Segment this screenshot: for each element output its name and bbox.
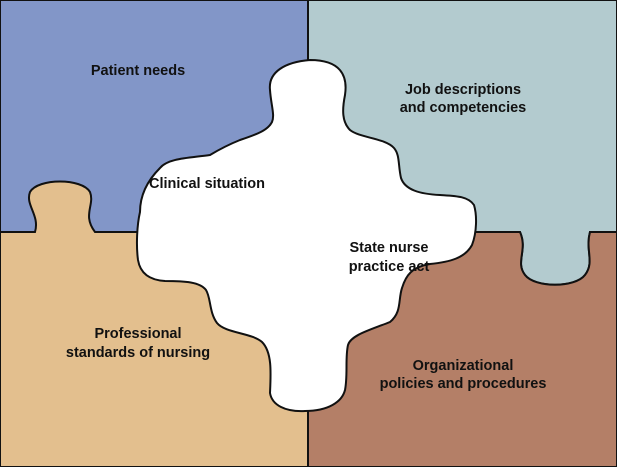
label-professional-line1: Professional xyxy=(94,326,181,342)
piece-center xyxy=(135,58,478,413)
label-professional-line2: standards of nursing xyxy=(66,345,210,361)
label-state-nurse-line1: State nurse xyxy=(350,240,429,256)
label-clinical-situation: Clinical situation xyxy=(149,176,265,192)
label-job-descriptions-line2: and competencies xyxy=(400,100,527,116)
label-organizational-line1: Organizational xyxy=(413,358,514,374)
label-job-descriptions-line1: Job descriptions xyxy=(405,82,521,98)
label-state-nurse-line2: practice act xyxy=(349,259,430,275)
label-patient-needs: Patient needs xyxy=(91,63,185,79)
label-organizational-line2: policies and procedures xyxy=(380,376,547,392)
